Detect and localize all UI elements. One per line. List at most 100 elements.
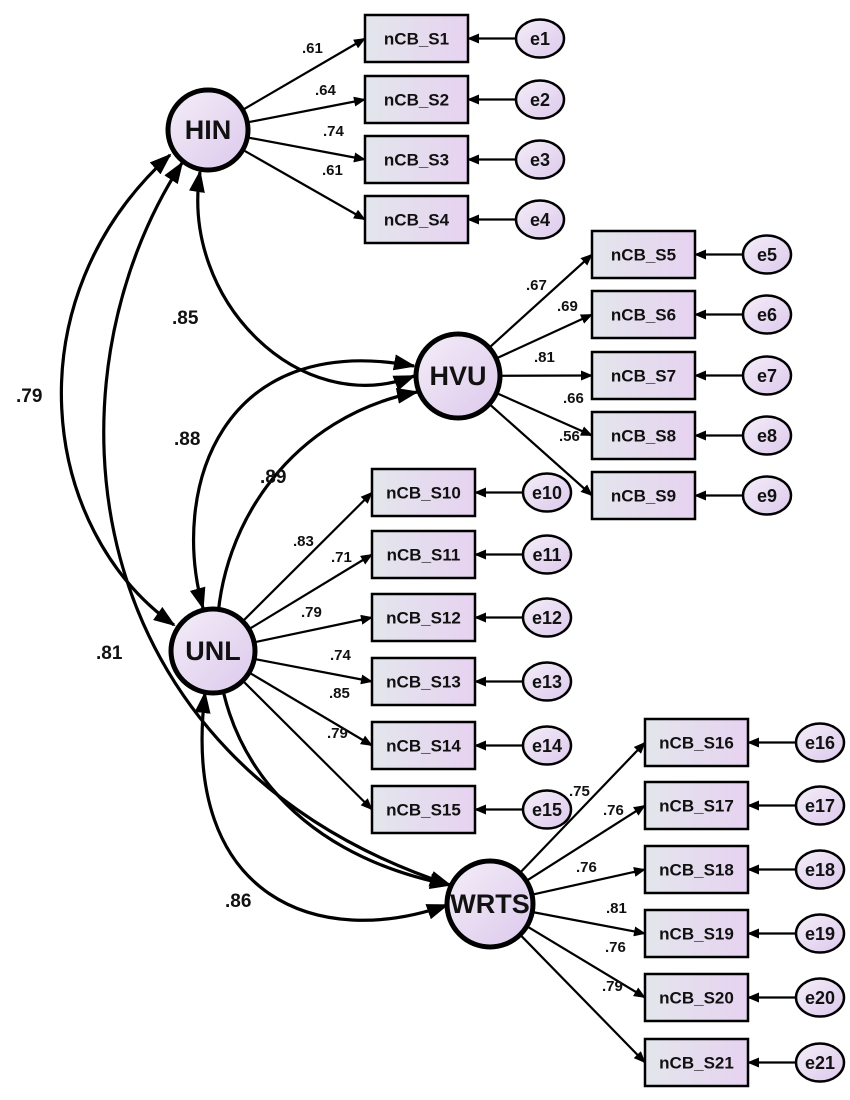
error-term-label: e4 [530, 210, 550, 230]
observed-variable-s13: nCB_S13 [370, 656, 477, 707]
error-term-label: e17 [805, 796, 835, 816]
loading-arrow-s11 [248, 553, 373, 631]
loading-value-s18: .76 [576, 859, 597, 876]
observed-variable-label: nCB_S20 [659, 989, 734, 1008]
error-term-e13: e13 [521, 661, 573, 702]
loading-value-s3: .74 [323, 123, 345, 140]
loading-value-s13: .74 [330, 647, 352, 664]
error-term-label: e16 [805, 733, 835, 753]
observed-variable-label: nCB_S14 [386, 737, 461, 756]
error-term-e17: e17 [794, 785, 846, 826]
loading-value-s19: .81 [606, 900, 627, 917]
loading-arrow-s3 [247, 136, 366, 163]
observed-variable-s9: nCB_S9 [590, 470, 697, 521]
correlation-arrow-hvu-unl [189, 354, 416, 610]
correlation-value-unl-wrts: .86 [225, 891, 251, 912]
error-term-label: e9 [757, 486, 777, 506]
observed-variable-s17: nCB_S17 [643, 780, 750, 831]
observed-variable-s20: nCB_S20 [643, 972, 750, 1023]
loading-value-s21: .79 [602, 978, 623, 995]
error-term-label: e13 [532, 672, 562, 692]
error-term-e12: e12 [521, 597, 573, 638]
loading-arrow-s1 [242, 37, 366, 111]
error-term-label: e3 [530, 150, 550, 170]
loading-arrow-s16 [519, 741, 646, 874]
correlation-arrow-unl-wrts [194, 691, 449, 922]
error-term-e14: e14 [521, 725, 573, 766]
correlation-value-hin-wrts: .81 [96, 643, 123, 664]
error-term-label: e7 [757, 366, 777, 386]
loading-value-s9: .56 [559, 428, 580, 445]
error-term-e18: e18 [794, 849, 846, 890]
loading-arrow-s9 [488, 403, 593, 497]
observed-variable-s3: nCB_S3 [363, 134, 470, 185]
error-term-e21: e21 [794, 1042, 846, 1083]
error-term-label: e15 [532, 800, 562, 820]
observed-variable-s4: nCB_S4 [363, 194, 470, 245]
loading-arrow-s2 [247, 96, 366, 124]
observed-variable-s15: nCB_S15 [370, 784, 477, 835]
observed-variable-s6: nCB_S6 [590, 289, 697, 340]
observed-variable-label: nCB_S17 [659, 797, 734, 816]
error-term-label: e6 [757, 305, 777, 325]
observed-variable-s2: nCB_S2 [363, 74, 470, 125]
observed-variable-s18: nCB_S18 [643, 844, 750, 895]
loading-value-s11: .71 [331, 549, 352, 566]
observed-variable-label: nCB_S7 [611, 367, 676, 386]
observed-variable-label: nCB_S4 [384, 211, 450, 230]
latent-factor-unl: UNL [168, 606, 258, 696]
latent-factor-hin: HIN [165, 87, 251, 173]
loading-value-s1: .61 [302, 40, 323, 57]
loading-arrow-s21 [519, 933, 646, 1064]
error-term-e5: e5 [741, 234, 793, 275]
loading-arrow-s15 [241, 679, 373, 811]
loading-arrow-s14 [248, 671, 373, 747]
loading-value-s16: .75 [569, 783, 590, 800]
error-term-e19: e19 [794, 913, 846, 954]
loading-arrow-s18 [531, 867, 646, 896]
error-term-e16: e16 [794, 722, 846, 763]
observed-variable-label: nCB_S9 [611, 487, 676, 506]
error-term-label: e8 [757, 426, 777, 446]
observed-variable-s8: nCB_S8 [590, 410, 697, 461]
error-term-label: e18 [805, 860, 835, 880]
error-term-e6: e6 [741, 294, 793, 335]
observed-variable-s19: nCB_S19 [643, 908, 750, 959]
latent-factor-label: HIN [185, 115, 232, 145]
observed-variable-s21: nCB_S21 [643, 1037, 750, 1088]
loading-arrow-s13 [253, 657, 373, 685]
error-term-label: e11 [532, 545, 561, 565]
loading-value-s10: .83 [293, 533, 314, 550]
observed-variable-s12: nCB_S12 [370, 592, 477, 643]
observed-variable-s10: nCB_S10 [370, 467, 477, 518]
observed-variable-label: nCB_S15 [386, 801, 461, 820]
loading-arrow-s8 [495, 391, 593, 437]
loading-value-s20: .76 [605, 939, 626, 956]
loading-arrow-s5 [488, 253, 593, 349]
loading-arrow-s4 [242, 148, 366, 221]
observed-variable-label: nCB_S5 [611, 246, 676, 265]
error-term-label: e10 [532, 483, 562, 503]
observed-variable-s16: nCB_S16 [643, 717, 750, 768]
loading-value-s14: .85 [329, 685, 350, 702]
loading-arrow-s12 [253, 614, 373, 644]
loading-paths-layer: .61.64.74.61.67.69.81.66.56.83.71.79.74.… [241, 33, 796, 1068]
observed-variable-s7: nCB_S7 [590, 350, 697, 401]
error-term-label: e14 [532, 736, 562, 756]
correlation-value-hin-unl: .79 [16, 386, 42, 407]
observed-variable-label: nCB_S11 [387, 546, 461, 565]
loading-arrow-s17 [525, 804, 646, 882]
correlation-value-hvu-wrts: .89 [260, 467, 286, 488]
error-term-e4: e4 [514, 199, 566, 240]
observed-variable-label: nCB_S10 [386, 484, 461, 503]
observed-variable-s5: nCB_S5 [590, 229, 697, 280]
loading-value-s17: .76 [603, 802, 624, 819]
observed-variable-s14: nCB_S14 [370, 720, 477, 771]
latent-factor-hvu: HVU [413, 331, 503, 421]
loading-value-s4: .61 [322, 162, 343, 179]
observed-variable-label: nCB_S2 [384, 91, 449, 110]
observed-variable-label: nCB_S1 [384, 30, 449, 49]
observed-variable-label: nCB_S21 [659, 1054, 734, 1073]
latent-factor-label: HVU [429, 361, 486, 391]
